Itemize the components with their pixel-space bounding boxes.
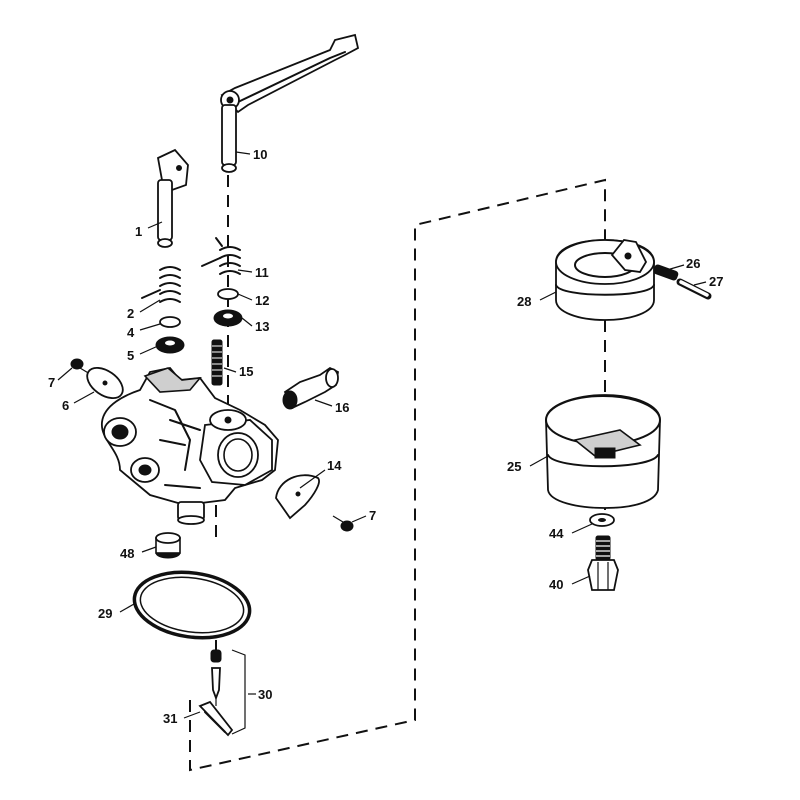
part-choke-plate: [86, 366, 124, 400]
label-44: 44: [549, 526, 564, 541]
part-choke-shaft: [156, 148, 189, 248]
label-30: 30: [258, 687, 272, 702]
label-12: 12: [255, 293, 269, 308]
label-2: 2: [127, 306, 134, 321]
part-hinge-pin: [676, 278, 712, 300]
part-plug: [155, 532, 181, 559]
part-bowl-nut: [587, 535, 619, 591]
part-throttle-spring: [201, 237, 241, 275]
leader-lines: [57, 151, 707, 719]
part-throttle-plate: [275, 474, 320, 520]
part-carburetor-body: [101, 367, 279, 525]
part-number-labels: 1 2 4 5 7 6 10 11 12 13 15 16 14 7 48 29…: [48, 147, 723, 726]
label-7-right: 7: [369, 508, 376, 523]
label-48: 48: [120, 546, 134, 561]
label-15: 15: [239, 364, 253, 379]
part-seal-13: [213, 309, 243, 327]
label-40: 40: [549, 577, 563, 592]
bracket-30: [231, 649, 246, 735]
label-5: 5: [127, 348, 134, 363]
label-16: 16: [335, 400, 349, 415]
part-hinge-spring: [653, 264, 679, 281]
label-4: 4: [127, 325, 135, 340]
part-idle-spring: [211, 339, 223, 386]
part-bowl-washer: [589, 513, 615, 527]
part-fuel-fitting: [282, 366, 339, 410]
label-7-left: 7: [48, 375, 55, 390]
label-11: 11: [255, 265, 269, 280]
part-choke-spring: [141, 266, 181, 303]
label-14: 14: [327, 458, 342, 473]
part-washer-4: [159, 316, 181, 328]
label-10: 10: [253, 147, 267, 162]
part-seal-5: [155, 336, 185, 354]
label-13: 13: [255, 319, 269, 334]
label-26: 26: [686, 256, 700, 271]
label-27: 27: [709, 274, 723, 289]
label-1: 1: [135, 224, 142, 239]
part-inlet-needle: [210, 649, 222, 706]
part-float-bowl: [545, 394, 661, 509]
part-gasket-ring: [132, 570, 252, 640]
part-screw-7-left: [70, 358, 91, 375]
label-25: 25: [507, 459, 521, 474]
part-screw-7-right: [332, 515, 354, 532]
part-float: [555, 239, 655, 321]
label-29: 29: [98, 606, 112, 621]
part-washer-12: [217, 288, 239, 300]
part-throttle-shaft: [220, 33, 360, 173]
label-31: 31: [163, 711, 177, 726]
label-6: 6: [62, 398, 69, 413]
label-28: 28: [517, 294, 531, 309]
part-needle-clip: [198, 700, 234, 737]
